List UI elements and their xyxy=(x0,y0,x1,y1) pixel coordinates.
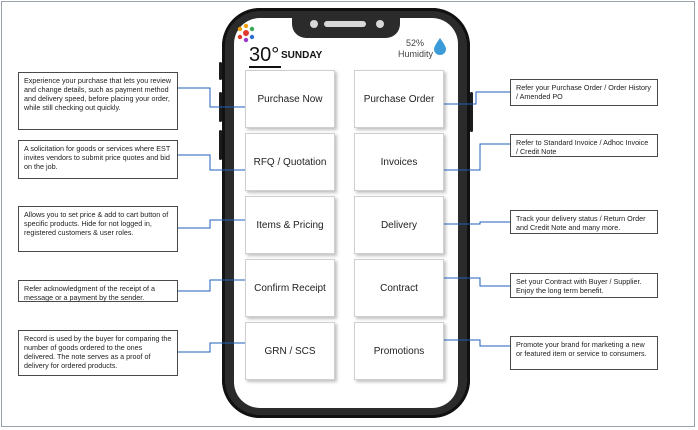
brand-logo-icon xyxy=(237,23,255,43)
phone-volume-down-button xyxy=(219,130,222,160)
note-purchase-now: Experience your purchase that lets you r… xyxy=(18,72,178,130)
note-contract: Set your Contract with Buyer / Supplier.… xyxy=(510,273,658,298)
humidity-label: Humidity xyxy=(398,49,434,59)
note-items-pricing: Allows you to set price & add to cart bu… xyxy=(18,206,178,252)
tile-purchase-now[interactable]: Purchase Now xyxy=(245,70,335,128)
day-label: SUNDAY xyxy=(281,50,323,61)
connector-purchase-now xyxy=(178,87,245,108)
connector-items xyxy=(178,219,245,229)
tile-promotions[interactable]: Promotions xyxy=(354,322,444,380)
phone-power-button xyxy=(470,92,473,132)
connector-promotions xyxy=(444,339,510,347)
connector-confirm xyxy=(178,279,245,292)
note-delivery: Track your delivery status / Return Orde… xyxy=(510,210,658,234)
connector-contract xyxy=(444,277,510,287)
phone-notch xyxy=(292,12,400,38)
tile-items-pricing[interactable]: Items & Pricing xyxy=(245,196,335,254)
speaker-grille xyxy=(324,21,366,27)
tile-purchase-order[interactable]: Purchase Order xyxy=(354,70,444,128)
note-rfq-quotation: A solicitation for goods or services whe… xyxy=(18,140,178,179)
tile-grn-scs[interactable]: GRN / SCS xyxy=(245,322,335,380)
tile-invoices[interactable]: Invoices xyxy=(354,133,444,191)
connector-grn xyxy=(178,342,245,353)
note-purchase-order: Refer your Purchase Order / Order Histor… xyxy=(510,79,658,106)
tile-confirm-receipt[interactable]: Confirm Receipt xyxy=(245,259,335,317)
connector-invoices xyxy=(444,143,510,171)
note-confirm-receipt: Refer acknowledgment of the receipt of a… xyxy=(18,280,178,302)
humidity-value: 52% xyxy=(406,38,425,48)
temperature-display: 30° xyxy=(249,44,282,68)
sensor-icon xyxy=(376,20,384,28)
note-promotions: Promote your brand for marketing a new o… xyxy=(510,336,658,370)
note-invoices: Refer to Standard Invoice / Adhoc Invoic… xyxy=(510,134,658,157)
tile-rfq-quotation[interactable]: RFQ / Quotation xyxy=(245,133,335,191)
connector-rfq xyxy=(178,154,245,171)
connector-purchase-order xyxy=(444,91,510,105)
phone-side-button xyxy=(219,62,222,80)
camera-icon xyxy=(310,20,318,28)
water-drop-icon xyxy=(434,38,446,55)
tile-delivery[interactable]: Delivery xyxy=(354,196,444,254)
tile-contract[interactable]: Contract xyxy=(354,259,444,317)
connector-delivery xyxy=(444,221,510,225)
note-grn-scs: Record is used by the buyer for comparin… xyxy=(18,330,178,376)
